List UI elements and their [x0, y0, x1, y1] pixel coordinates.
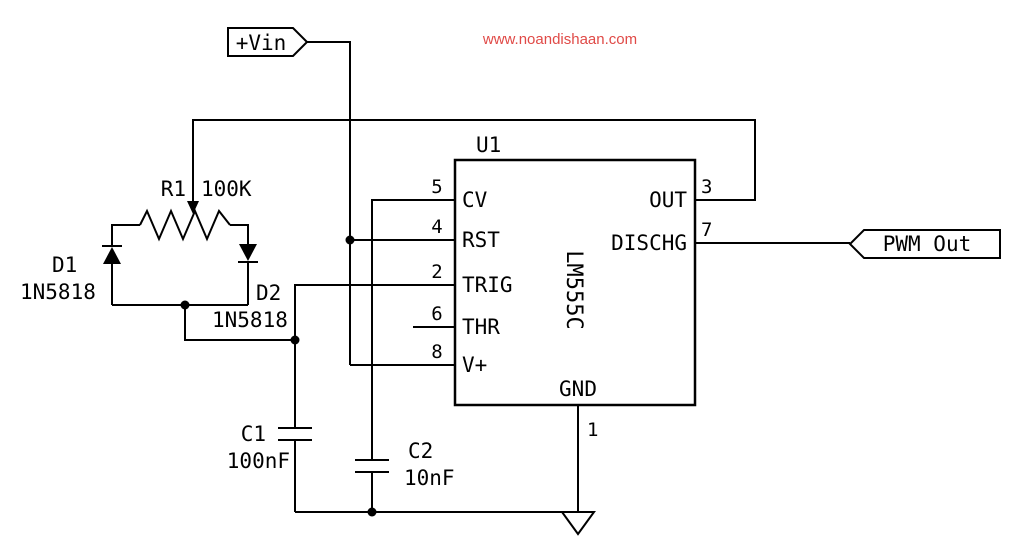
junction-dot	[345, 235, 355, 245]
junction-dot	[290, 335, 300, 345]
resistor-r1: R1 100K	[139, 177, 252, 242]
watermark-text: www.noandishaan.com	[482, 31, 637, 48]
pin-number-3: 3	[701, 176, 712, 198]
wire-r1-to-d1	[111, 224, 140, 246]
pin-name-vplus: V+	[462, 353, 487, 377]
ic-refdes: U1	[476, 133, 501, 157]
pin-number-1: 1	[587, 419, 598, 441]
ic-part-number: LM555C	[561, 250, 586, 329]
ground-symbol	[560, 511, 596, 536]
ic-u1: U1 LM555C CV RST TRIG THR V+ 5 4 2 6 8 O…	[431, 133, 712, 441]
vin-flag-label: +Vin	[236, 31, 287, 55]
pwm-out-flag-label: PWM Out	[883, 232, 972, 256]
wire-trig-to-c1	[294, 284, 455, 428]
pin-name-trig: TRIG	[462, 273, 513, 297]
wire-cv-to-c2	[371, 199, 455, 460]
c2-refdes: C2	[408, 439, 433, 463]
junction-dot	[367, 507, 377, 517]
wire-r1-to-d2	[230, 224, 249, 244]
pin-number-6: 6	[431, 303, 442, 325]
d2-triangle	[239, 244, 257, 261]
pin-name-thr: THR	[462, 315, 500, 339]
d1-value: 1N5818	[20, 280, 96, 304]
ground-triangle	[560, 511, 596, 536]
ic-body-outline	[453, 158, 697, 407]
diode-d2: D2 1N5818	[212, 244, 288, 332]
d2-value: 1N5818	[212, 308, 288, 332]
pwm-out-flag-outline	[848, 229, 1001, 259]
pin-name-out: OUT	[649, 188, 687, 212]
junction-dots	[180, 235, 377, 517]
r1-value: 100K	[201, 177, 252, 201]
pin-name-gnd: GND	[559, 377, 597, 401]
vin-flag-outline	[227, 27, 309, 57]
c1-value: 100nF	[227, 449, 290, 473]
pin-name-cv: CV	[462, 188, 488, 212]
r1-zigzag-body	[139, 208, 231, 242]
capacitor-c2: C2 10nF	[355, 439, 455, 490]
d1-refdes: D1	[52, 253, 77, 277]
capacitor-c1: C1 100nF	[227, 422, 312, 473]
c2-value: 10nF	[404, 466, 455, 490]
d1-triangle	[103, 247, 121, 264]
r1-wiper-arrow	[187, 201, 199, 214]
c1-refdes: C1	[241, 422, 266, 446]
junction-dot	[180, 300, 190, 310]
pin-number-5: 5	[431, 176, 442, 198]
pin-number-8: 8	[431, 341, 442, 363]
wire-vin-vertical	[307, 41, 351, 365]
pin-number-7: 7	[701, 219, 712, 241]
d2-refdes: D2	[256, 281, 281, 305]
pin-name-rst: RST	[462, 228, 500, 252]
pwm-out-net-flag: PWM Out	[848, 229, 1001, 259]
pin-number-4: 4	[431, 216, 442, 238]
wire-node-to-trig	[184, 305, 295, 341]
pin-number-2: 2	[431, 261, 442, 283]
vin-net-flag: +Vin	[227, 27, 309, 57]
diode-d1: D1 1N5818	[20, 245, 122, 304]
pin-name-dischg: DISCHG	[611, 231, 687, 255]
r1-refdes: R1	[161, 177, 186, 201]
wires	[111, 41, 850, 513]
wire-out-feedback	[192, 119, 756, 203]
